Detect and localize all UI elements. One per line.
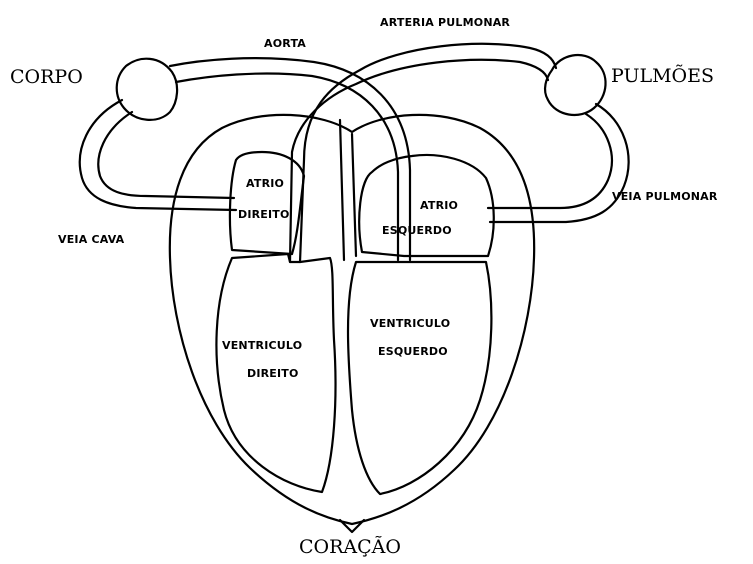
right-atrium-chamber (230, 152, 304, 254)
left-ventricle-label-line1: VENTRICULO (370, 318, 450, 329)
right-atrium-label-line2: DIREITO (238, 209, 290, 220)
left-ventricle-chamber (348, 262, 491, 494)
body-label: CORPO (10, 68, 83, 87)
septum-line (340, 120, 344, 260)
left-atrium-label-line2: ESQUERDO (382, 225, 452, 236)
right-atrium-label-line1: ATRIO (246, 178, 284, 189)
pulmonary-vein-outer (490, 104, 629, 222)
aorta-label: AORTA (264, 38, 306, 49)
left-ventricle-label-line2: ESQUERDO (378, 346, 448, 357)
left-atrium-label-line1: ATRIO (420, 200, 458, 211)
aorta-vessel-inner (176, 74, 398, 260)
pulmonary-vein-label: VEIA PULMONAR (612, 191, 718, 202)
vena-cava-outer (80, 100, 236, 210)
right-ventricle-label-line2: DIREITO (247, 368, 299, 379)
vena-cava-inner (98, 112, 234, 198)
right-ventricle-label-line1: VENTRICULO (222, 340, 302, 351)
septum-line-2 (352, 134, 356, 256)
body-circle (117, 59, 177, 120)
pulmonary-artery-label: ARTERIA PULMONAR (380, 17, 510, 28)
pulmonary-vein-inner (488, 114, 612, 208)
lungs-label: PULMÕES (611, 67, 714, 86)
vena-cava-label: VEIA CAVA (58, 234, 124, 245)
heart-label: CORAÇÃO (299, 538, 401, 557)
heart-outline (170, 115, 534, 524)
